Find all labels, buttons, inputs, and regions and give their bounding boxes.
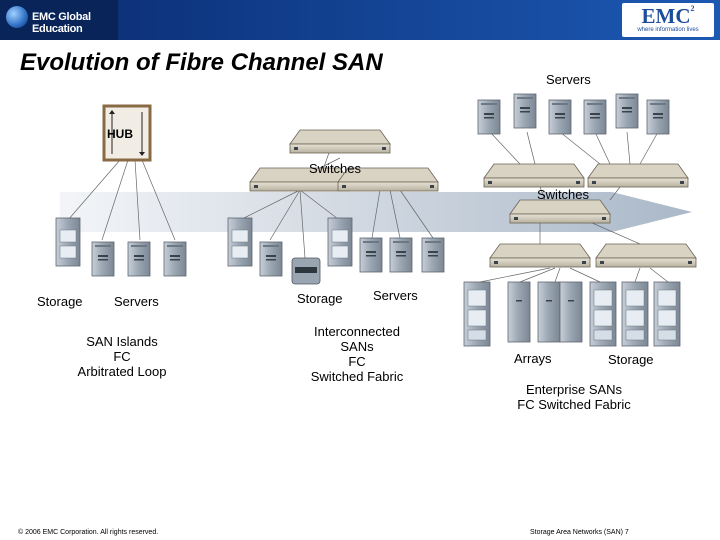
- interconnected-servers-label: Servers: [373, 288, 418, 303]
- header-banner: EMC Global Education EMC2 where informat…: [0, 0, 720, 40]
- enterprise-caption: Enterprise SANs FC Switched Fabric: [517, 382, 631, 412]
- enterprise-arrays-label: Arrays: [514, 351, 552, 366]
- islands-servers-label: Servers: [114, 294, 159, 309]
- enterprise-switch-4: [489, 243, 591, 268]
- enterprise-server-6: [646, 99, 670, 135]
- enterprise-server-1: [477, 99, 501, 135]
- interconnected-storage-1: [227, 217, 253, 267]
- brand-superscript: 2: [690, 4, 695, 13]
- enterprise-server-5: [615, 93, 639, 129]
- enterprise-switch-2: [587, 163, 689, 188]
- hub-device: [102, 104, 152, 162]
- enterprise-array-3: [537, 281, 561, 343]
- enterprise-storage-2: [621, 281, 649, 347]
- enterprise-links: [479, 131, 669, 283]
- slide-title: Evolution of Fibre Channel SAN: [20, 49, 383, 76]
- brand-tagline: where information lives: [637, 27, 699, 33]
- enterprise-server-3: [548, 99, 572, 135]
- interconnected-switch-top: [289, 129, 391, 154]
- brand-name: EMC: [641, 4, 691, 28]
- enterprise-server-4: [583, 99, 607, 135]
- enterprise-storage-1: [589, 281, 617, 347]
- footer-copyright: © 2006 EMC Corporation. All rights reser…: [18, 529, 159, 536]
- interconnected-tape: [291, 257, 321, 285]
- interconnected-server-4: [421, 237, 445, 273]
- enterprise-server-2: [513, 93, 537, 129]
- interconnected-server-3: [389, 237, 413, 273]
- islands-caption: SAN Islands FC Arbitrated Loop: [77, 334, 167, 379]
- enterprise-servers-label: Servers: [546, 72, 591, 87]
- islands-storage-label: Storage: [37, 294, 83, 309]
- emc-logo: EMC2 where information lives: [622, 3, 714, 37]
- enterprise-array-2: [507, 281, 531, 343]
- interconnected-server-1: [259, 241, 283, 277]
- enterprise-switch-1: [483, 163, 585, 188]
- org-logo-text: EMC Global Education: [32, 11, 91, 35]
- enterprise-array-1: [463, 281, 491, 347]
- interconnected-caption: Interconnected SANs FC Switched Fabric: [310, 324, 404, 384]
- interconnected-storage-2: [327, 217, 353, 267]
- org-logo: EMC Global Education: [0, 0, 118, 40]
- interconnected-storage-label: Storage: [297, 291, 343, 306]
- islands-links: [67, 159, 176, 241]
- interconnected-server-2: [359, 237, 383, 273]
- enterprise-array-4: [559, 281, 583, 343]
- hub-label: HUB: [107, 127, 133, 141]
- enterprise-switch-5: [595, 243, 697, 268]
- interconnected-links: [239, 149, 434, 259]
- enterprise-switches-label: Switches: [537, 187, 590, 202]
- enterprise-storage-3: [653, 281, 681, 347]
- islands-server-2: [127, 241, 151, 277]
- islands-server-3: [163, 241, 187, 277]
- interconnected-switches-label: Switches: [309, 161, 362, 176]
- enterprise-storage-label: Storage: [608, 352, 654, 367]
- globe-icon: [6, 6, 28, 28]
- islands-storage: [55, 217, 81, 267]
- enterprise-switch-3: [509, 199, 611, 224]
- footer-page: Storage Area Networks (SAN) 7: [530, 529, 629, 536]
- islands-server-1: [91, 241, 115, 277]
